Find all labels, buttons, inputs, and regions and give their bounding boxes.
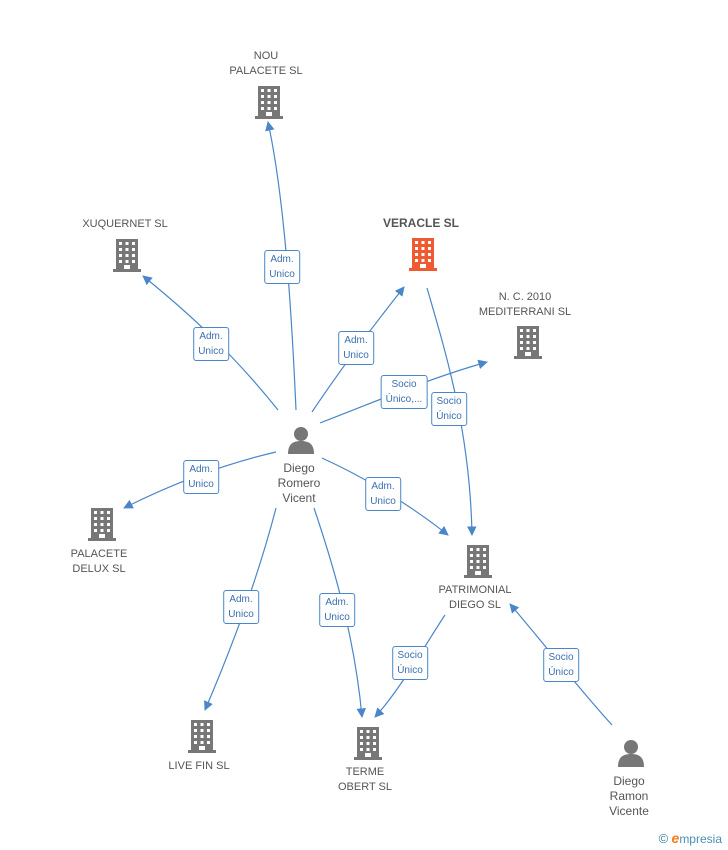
edge-label-adm-unico: Adm. Unico [183, 460, 219, 494]
person-label-diego-ramon[interactable]: Diego Ramon Vicente [609, 774, 649, 818]
edge-label-adm-unico: Adm. Unico [338, 331, 374, 365]
node-label-patrimonial[interactable]: PATRIMONIAL DIEGO SL [438, 584, 512, 611]
edge-label-adm-unico: Adm. Unico [193, 327, 229, 361]
copyright-icon: © [658, 831, 669, 846]
node-label-veracle[interactable]: VERACLE SL [382, 216, 460, 230]
person-label-diego-romero[interactable]: Diego Romero Vicent [277, 461, 321, 505]
brand-initial: e [671, 830, 680, 846]
building-icon-patrimonial [464, 545, 492, 578]
edge-label-adm-unico: Adm. Unico [264, 250, 300, 284]
node-label-terme-obert[interactable]: TERME OBERT SL [337, 766, 393, 793]
building-icon-nou-palacete [255, 86, 283, 119]
person-icon-diego-ramon [618, 740, 644, 767]
building-icon-veracle [409, 238, 437, 271]
building-icon-terme-obert [354, 727, 382, 760]
brand-name: mpresia [679, 832, 722, 846]
edge-label-adm-unico: Adm. Unico [223, 590, 259, 624]
edge-label-adm-unico: Adm. Unico [365, 477, 401, 511]
building-icon-live-fin [188, 720, 216, 753]
node-label-nou-palacete[interactable]: NOU PALACETE SL [229, 50, 303, 77]
edge-label-socio-unico: Socio Único [431, 392, 467, 426]
node-label-palacete-delux[interactable]: PALACETE DELUX SL [70, 548, 128, 575]
building-icon-palacete-delux [88, 508, 116, 541]
edge-label-socio-unico: Socio Único [392, 646, 428, 680]
node-label-live-fin[interactable]: LIVE FIN SL [168, 760, 230, 772]
person-icon-diego-romero [288, 427, 314, 454]
building-icon-xuquernet [113, 239, 141, 272]
edge-label-adm-unico: Adm. Unico [319, 593, 355, 627]
building-icon-nc2010 [514, 326, 542, 359]
node-label-xuquernet[interactable]: XUQUERNET SL [82, 218, 168, 230]
edge-label-socio-unico: Socio Único,... [380, 375, 428, 409]
edge-label-socio-unico: Socio Único [543, 648, 579, 682]
empresia-logo[interactable]: © empresia [659, 830, 722, 846]
node-label-nc2010[interactable]: N. C. 2010 MEDITERRANI SL [478, 291, 572, 318]
